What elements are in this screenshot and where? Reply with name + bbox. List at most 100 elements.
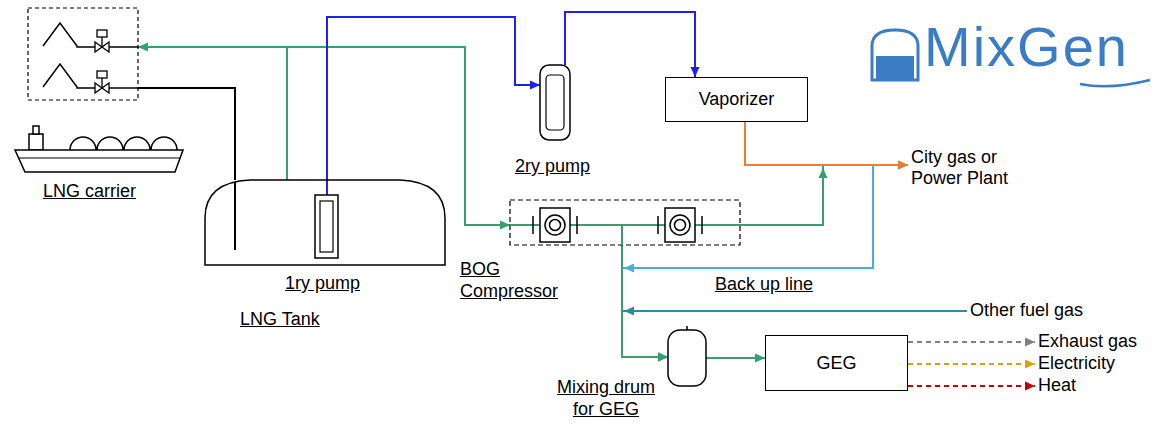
flow-path xyxy=(908,363,1035,365)
merge-arrow-head xyxy=(819,168,828,178)
drawing-part xyxy=(234,182,236,250)
mixing-drum: Mixing drum for GEG xyxy=(668,330,706,386)
drawing-part xyxy=(876,56,914,80)
arrow-head xyxy=(500,221,510,230)
node-label: 2ry pump xyxy=(515,155,615,177)
drawing-part xyxy=(101,37,102,47)
node-label: BOG Compressor xyxy=(460,258,588,302)
drawing-part xyxy=(19,158,180,159)
flow-line xyxy=(908,382,1035,391)
arrow-head xyxy=(658,353,668,362)
pump-symbol: 1ry pump xyxy=(315,195,338,258)
drawing-part xyxy=(540,208,570,242)
drawing-part xyxy=(701,216,703,234)
flow-line xyxy=(706,354,765,363)
drawing-part xyxy=(510,200,740,245)
drawing-part xyxy=(545,215,565,235)
drawing-part xyxy=(109,87,138,89)
node-label: 1ry pump xyxy=(285,272,385,294)
drawing-part xyxy=(29,134,43,150)
drawing-part xyxy=(70,137,177,150)
drawing-part xyxy=(621,225,623,245)
flow-line xyxy=(908,338,1035,347)
drawing-part xyxy=(101,78,102,88)
drawing-part xyxy=(872,30,918,80)
node-label: LNG Tank xyxy=(240,308,360,330)
output-text: Exhaust gas xyxy=(1035,331,1137,352)
flow-line xyxy=(740,161,908,226)
flow-path xyxy=(622,122,873,357)
flow-line xyxy=(327,17,540,195)
drawing-part xyxy=(670,215,690,235)
output-text: Electricity xyxy=(1035,353,1115,374)
drawing-part xyxy=(320,201,333,252)
arrow-head xyxy=(658,353,668,362)
pump-symbol-outline xyxy=(315,195,338,258)
arrow-head xyxy=(755,354,765,363)
drawing-part xyxy=(315,195,338,258)
arrow-head xyxy=(898,161,908,170)
pump-symbol-outline xyxy=(540,65,570,140)
drawing-part xyxy=(97,71,107,78)
node-label: Vaporizer xyxy=(699,89,775,110)
output-text: Heat xyxy=(1035,375,1076,396)
edge-label: Back up line xyxy=(713,274,815,295)
source-text: Other fuel gas xyxy=(967,300,1083,321)
storage-tank: LNG Tank1ry pump xyxy=(205,180,445,265)
flow-path xyxy=(622,245,668,357)
arrow-head xyxy=(530,81,540,90)
arrow-head xyxy=(1025,382,1035,391)
ship-carrier: LNG carrier xyxy=(15,8,138,172)
drawing-part xyxy=(675,220,686,231)
drawing-part xyxy=(550,220,561,231)
drawing-part xyxy=(665,208,695,242)
compressor-group-outline xyxy=(510,200,740,245)
drawing-part xyxy=(97,30,107,37)
pump-symbol: 2ry pump xyxy=(540,65,570,140)
arrow-head xyxy=(898,161,908,170)
drawing-part xyxy=(15,150,183,172)
flow-path xyxy=(565,12,695,77)
process-box: GEG xyxy=(765,335,908,391)
node-label: Mixing drum for GEG xyxy=(550,376,662,420)
node-label: Exhaust gas xyxy=(1038,331,1137,352)
mixing-drum-outline xyxy=(668,330,706,386)
drawing-part xyxy=(540,65,570,140)
compressor-group: BOG Compressor xyxy=(510,200,740,245)
node-label: LNG carrier xyxy=(43,180,173,202)
node-label: City gas or Power Plant xyxy=(911,147,1044,189)
merge-arrow-head xyxy=(624,264,634,273)
flow-path xyxy=(908,341,1035,343)
arrow-head xyxy=(691,67,700,77)
destination-text: City gas or Power Plant xyxy=(908,147,1044,189)
process-box: Vaporizer xyxy=(665,77,808,122)
flow-line xyxy=(745,122,908,170)
flow-path xyxy=(327,17,540,195)
flow-line xyxy=(565,12,700,77)
drawing-part xyxy=(668,330,706,386)
drawing-part xyxy=(109,46,138,48)
drawing-part xyxy=(33,126,39,134)
drawing-part xyxy=(28,8,138,100)
flow-line xyxy=(622,122,873,362)
flow-line xyxy=(622,245,668,362)
ship-carrier-outline xyxy=(15,8,138,172)
drawing-part xyxy=(576,216,578,234)
arrow-head xyxy=(1025,360,1035,369)
flow-path xyxy=(908,385,1035,387)
merge-arrow-head xyxy=(624,307,634,316)
drawing-part xyxy=(546,75,564,130)
flow-path xyxy=(745,122,908,165)
drawing-part xyxy=(205,180,445,265)
drawing-part xyxy=(657,216,659,234)
drawing-part xyxy=(43,23,95,47)
arrow-head xyxy=(658,353,668,362)
arrow-head xyxy=(1025,338,1035,347)
node-label: Heat xyxy=(1038,375,1076,396)
drawing-part xyxy=(686,326,688,330)
node-label: GEG xyxy=(816,353,856,374)
node-label: Electricity xyxy=(1038,353,1115,374)
drawing-part xyxy=(43,64,95,88)
drawing-part xyxy=(532,216,534,234)
drawing-part xyxy=(1080,80,1150,86)
